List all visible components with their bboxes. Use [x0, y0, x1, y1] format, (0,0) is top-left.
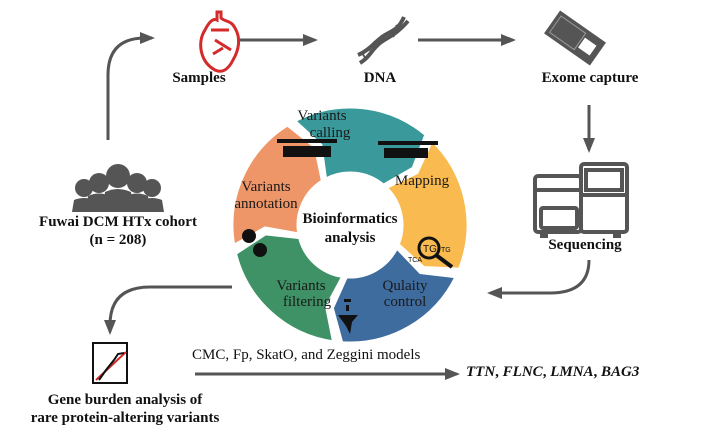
segment-label-qc-1: Qulaity: [383, 278, 428, 294]
segment-label-annotation-2: annotation: [234, 196, 298, 212]
mapping-icon: [378, 141, 438, 158]
qc-seq-mid: TG: [423, 244, 437, 255]
exome-capture-label: Exome capture: [541, 70, 639, 86]
segment-label-mapping: Mapping: [395, 173, 450, 189]
segment-label-annotation-1: Variants: [241, 179, 290, 195]
people-icon: [72, 164, 164, 212]
segment-label-calling-1: Variants: [297, 108, 346, 124]
qq-plot-icon: [92, 342, 128, 384]
cycle-center-line2: analysis: [325, 230, 376, 246]
cohort-label-line1: Fuwai DCM HTx cohort: [39, 214, 197, 230]
burden-label-line1: Gene burden analysis of: [47, 392, 203, 408]
cohort-label-line2: (n = 208): [89, 232, 147, 248]
dna-label: DNA: [363, 70, 397, 86]
gene-bag3: BAG3: [601, 364, 640, 380]
qc-seq-left: TCA: [408, 257, 422, 264]
segment-label-filtering-1: Variants: [276, 278, 325, 294]
cycle-center-line1: Bioinformatics: [303, 211, 398, 227]
gene-lmna: LMNA: [550, 364, 594, 380]
arrow-sequencing-to-cycle: [487, 259, 591, 299]
arrow-cycle-to-burden: [104, 285, 232, 335]
sequencing-label: Sequencing: [548, 237, 622, 253]
dna-icon: [357, 16, 410, 65]
sequencer-icon: [533, 162, 629, 238]
gene-ttn: TTN: [466, 364, 496, 380]
gene-separator: ,: [542, 364, 551, 380]
gene-separator: ,: [593, 364, 602, 380]
models-label: CMC, Fp, SkatO, and Zeggini models: [192, 347, 421, 363]
gears-icon: [242, 229, 267, 257]
heart-icon: [199, 10, 241, 73]
filter-icon: [338, 299, 358, 334]
burden-label-line2: rare protein-altering variants: [30, 410, 220, 426]
gene-separator: ,: [495, 364, 503, 380]
segment-label-qc-2: control: [384, 294, 427, 310]
cycle-center: [298, 173, 402, 277]
samples-label: Samples: [172, 70, 226, 86]
gene-flnc: FLNC: [502, 364, 543, 380]
magnifier-icon: TCA TG TG: [408, 236, 454, 269]
qc-seq-right: TG: [441, 247, 451, 254]
arrow-cohort-to-samples: [106, 32, 155, 140]
variant-calling-icon: [277, 139, 337, 157]
segment-label-filtering-2: filtering: [283, 294, 332, 310]
exome-chip-icon: [544, 10, 606, 66]
segment-label-calling-2: calling: [310, 125, 351, 141]
genes-result: TTN, FLNC, LMNA, BAG3: [466, 364, 639, 381]
